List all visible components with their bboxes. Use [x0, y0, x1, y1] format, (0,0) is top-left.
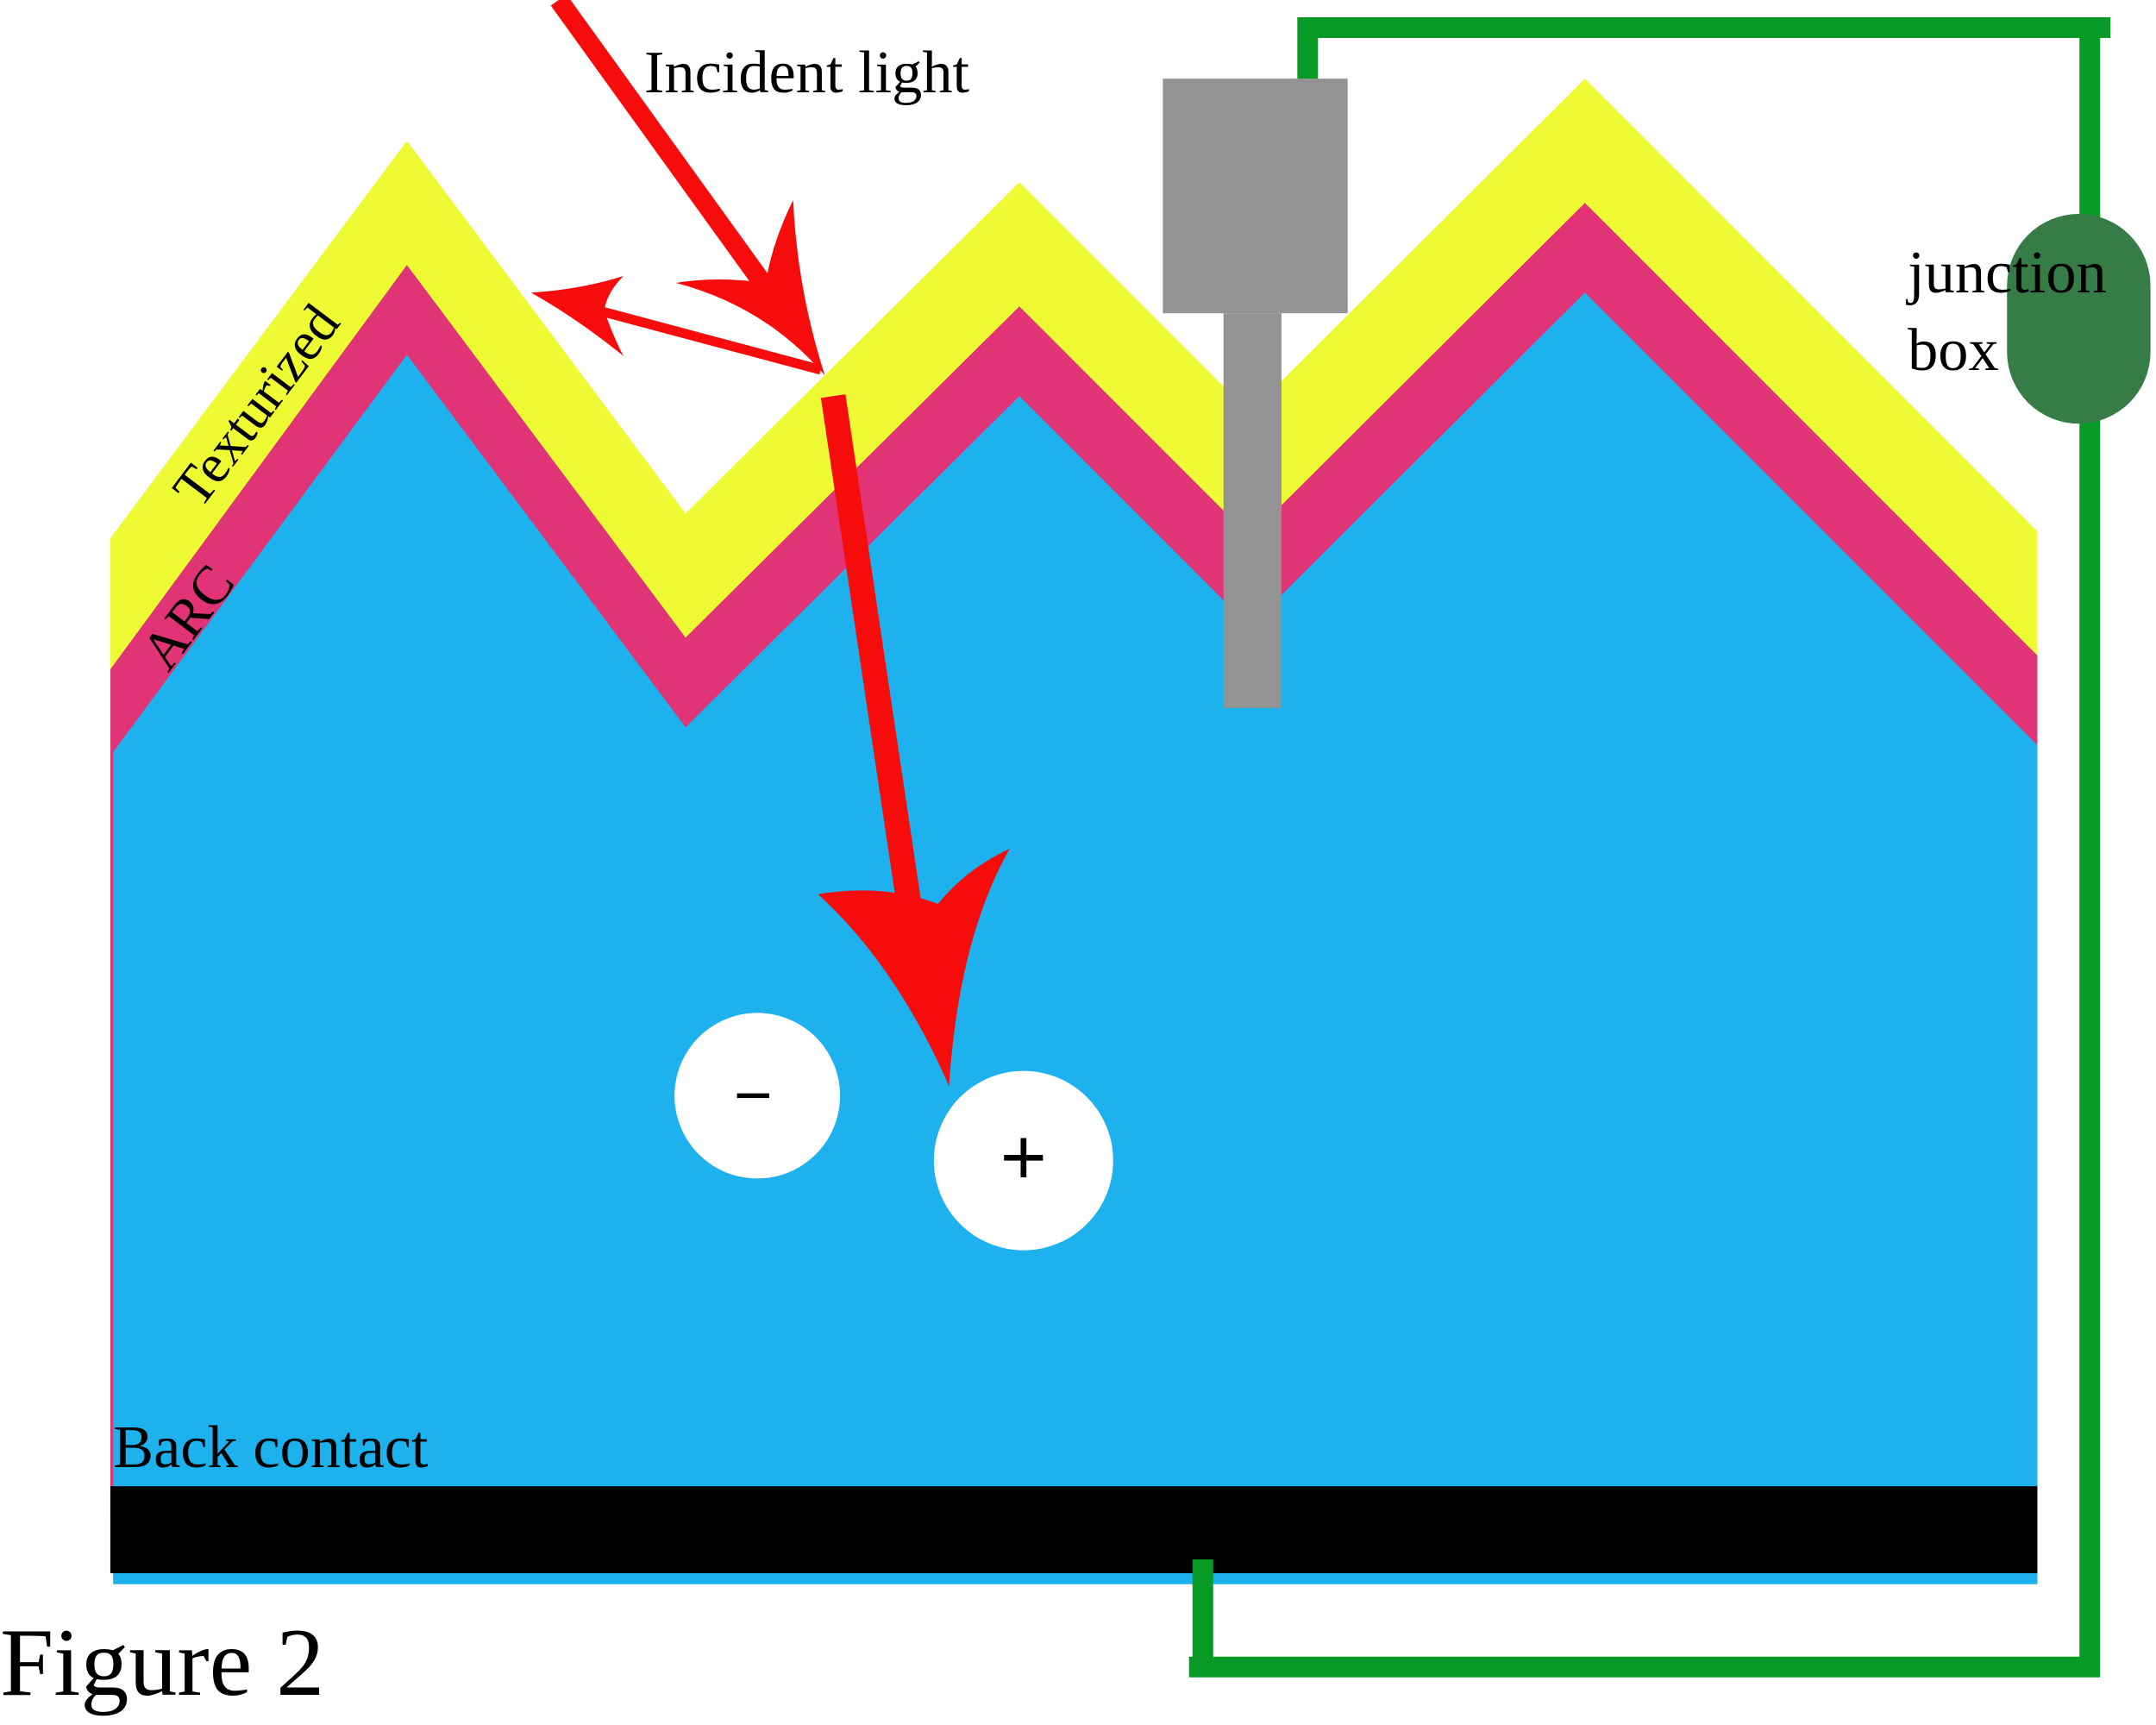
- junction-box: [2007, 214, 2151, 424]
- reflected-ray: [592, 304, 823, 375]
- reflected-arrowhead-icon: [530, 276, 624, 356]
- figure-caption: Figure 2: [0, 1609, 324, 1716]
- back-contact-bar: [110, 1486, 2038, 1573]
- junction-label: junction: [1905, 239, 2107, 306]
- refracted-ray: [820, 394, 923, 916]
- electron: −: [674, 1013, 841, 1179]
- front-contact-head: [1163, 78, 1348, 314]
- top-wire: [1297, 17, 2111, 79]
- incident-ray: [550, 0, 780, 303]
- hole-symbol: +: [1000, 1112, 1047, 1201]
- refracted-arrowhead-icon: [818, 849, 1010, 1087]
- front-contact-finger: [1223, 313, 1282, 708]
- box-label: box: [1908, 317, 1999, 384]
- back-contact-label: Back contact: [113, 1414, 429, 1481]
- incident-arrowhead-icon: [675, 200, 825, 376]
- silicon-layer: [113, 292, 2038, 1584]
- electron-symbol: −: [734, 1058, 773, 1132]
- hole: +: [933, 1070, 1113, 1251]
- incident-light-label: Incident light: [644, 39, 970, 106]
- right-wire: [1188, 28, 2101, 1678]
